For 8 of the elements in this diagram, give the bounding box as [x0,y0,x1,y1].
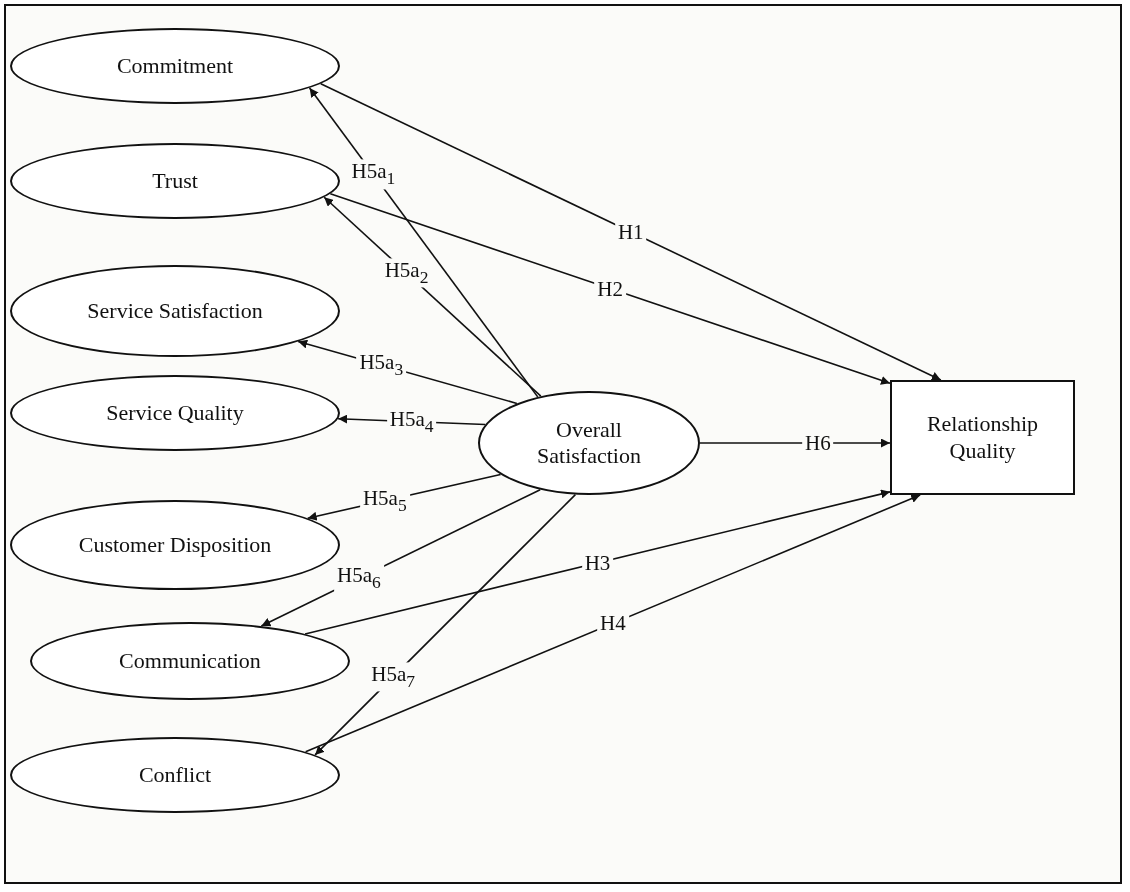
construct-box: Relationship Quality [890,380,1075,495]
arrow [314,493,577,756]
arrow [319,83,942,381]
edge-label: H5a$_{6}$ [334,563,384,593]
arrow [304,494,921,753]
arrow [308,87,539,398]
arrow [304,489,891,635]
arrow [329,193,891,385]
